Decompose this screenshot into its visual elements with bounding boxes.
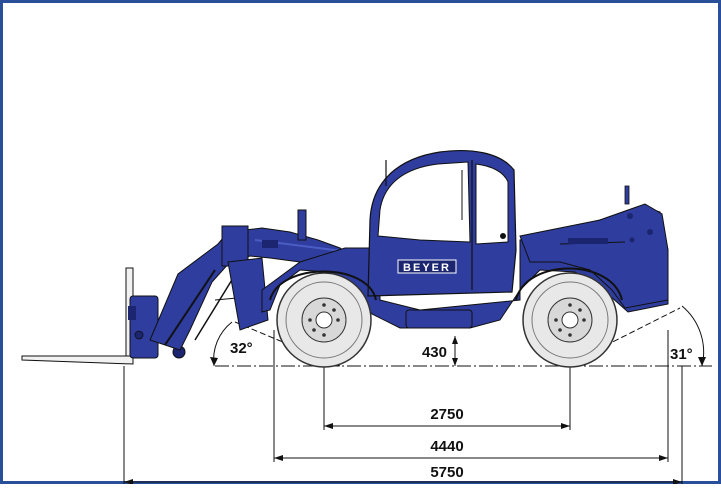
rear-angle-label: 31°: [670, 346, 693, 363]
rear-wheel: [522, 272, 618, 368]
brand-plate: BEYER: [397, 259, 457, 274]
extension-lines: [123, 330, 683, 484]
brand-label: BEYER: [403, 262, 451, 274]
front-wheel: [276, 272, 372, 368]
operator-cab: [367, 150, 517, 297]
rear-fender: [515, 267, 623, 301]
fork-assembly: [21, 267, 134, 365]
telehandler-vehicle: BEYER: [21, 150, 669, 368]
dimension-lines: [124, 425, 682, 483]
ground-clearance-indicator: [452, 336, 458, 366]
wheelbase-label: 2750: [430, 406, 463, 423]
telescopic-boom: [149, 209, 353, 351]
front-angle-label: 32°: [230, 340, 253, 357]
overall-length-label: 5750: [430, 464, 463, 481]
dimension-arrows: [124, 423, 682, 485]
ground-clearance-label: 430: [422, 344, 447, 361]
front-fender: [269, 270, 377, 301]
axle-span-label: 4440: [430, 438, 463, 455]
